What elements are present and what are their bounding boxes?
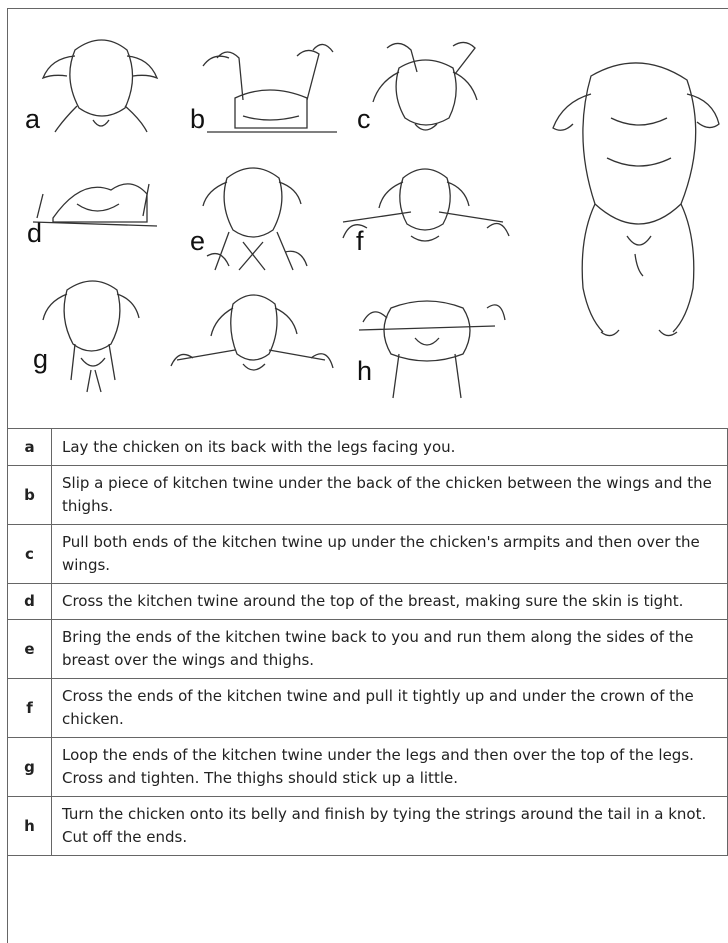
drawing-g xyxy=(43,281,139,392)
step-text: Bring the ends of the kitchen twine back… xyxy=(52,620,728,679)
table-row: c Pull both ends of the kitchen twine up… xyxy=(8,525,728,584)
step-text: Turn the chicken onto its belly and fini… xyxy=(52,797,728,856)
table-row: b Slip a piece of kitchen twine under th… xyxy=(8,466,728,525)
figure-label-b: b xyxy=(190,106,205,133)
table-row: g Loop the ends of the kitchen twine und… xyxy=(8,738,728,797)
figure-label-c: c xyxy=(357,106,371,133)
step-text: Slip a piece of kitchen twine under the … xyxy=(52,466,728,525)
step-key: d xyxy=(8,584,52,620)
drawing-h xyxy=(359,301,505,398)
step-text: Cross the kitchen twine around the top o… xyxy=(52,584,728,620)
step-key: f xyxy=(8,679,52,738)
figure-label-e: e xyxy=(190,228,205,255)
figure-label-g: g xyxy=(33,346,48,373)
table-row: a Lay the chicken on its back with the l… xyxy=(8,429,728,466)
step-key: g xyxy=(8,738,52,797)
drawing-b xyxy=(203,44,337,132)
figure-label-f: f xyxy=(356,228,364,255)
step-key: h xyxy=(8,797,52,856)
step-key: b xyxy=(8,466,52,525)
step-key: e xyxy=(8,620,52,679)
drawing-a xyxy=(43,40,157,132)
drawing-f xyxy=(343,169,509,241)
step-text: Pull both ends of the kitchen twine up u… xyxy=(52,525,728,584)
table-row: e Bring the ends of the kitchen twine ba… xyxy=(8,620,728,679)
drawing-d xyxy=(33,184,157,226)
drawing-c xyxy=(373,42,477,130)
drawing-trussed-chicken xyxy=(553,63,719,336)
table-row: d Cross the kitchen twine around the top… xyxy=(8,584,728,620)
step-text: Lay the chicken on its back with the leg… xyxy=(52,429,728,466)
trussing-illustration: a b c d e f g h xyxy=(7,8,728,428)
table-row: f Cross the ends of the kitchen twine an… xyxy=(8,679,728,738)
step-text: Cross the ends of the kitchen twine and … xyxy=(52,679,728,738)
drawing-e xyxy=(203,168,307,270)
drawing-g-second xyxy=(171,295,333,370)
figure-label-h: h xyxy=(357,358,372,385)
table-row: h Turn the chicken onto its belly and fi… xyxy=(8,797,728,856)
figure-label-d: d xyxy=(27,220,42,247)
steps-table: a Lay the chicken on its back with the l… xyxy=(7,428,728,856)
step-key: a xyxy=(8,429,52,466)
figure-label-a: a xyxy=(25,106,40,133)
step-text: Loop the ends of the kitchen twine under… xyxy=(52,738,728,797)
step-key: c xyxy=(8,525,52,584)
